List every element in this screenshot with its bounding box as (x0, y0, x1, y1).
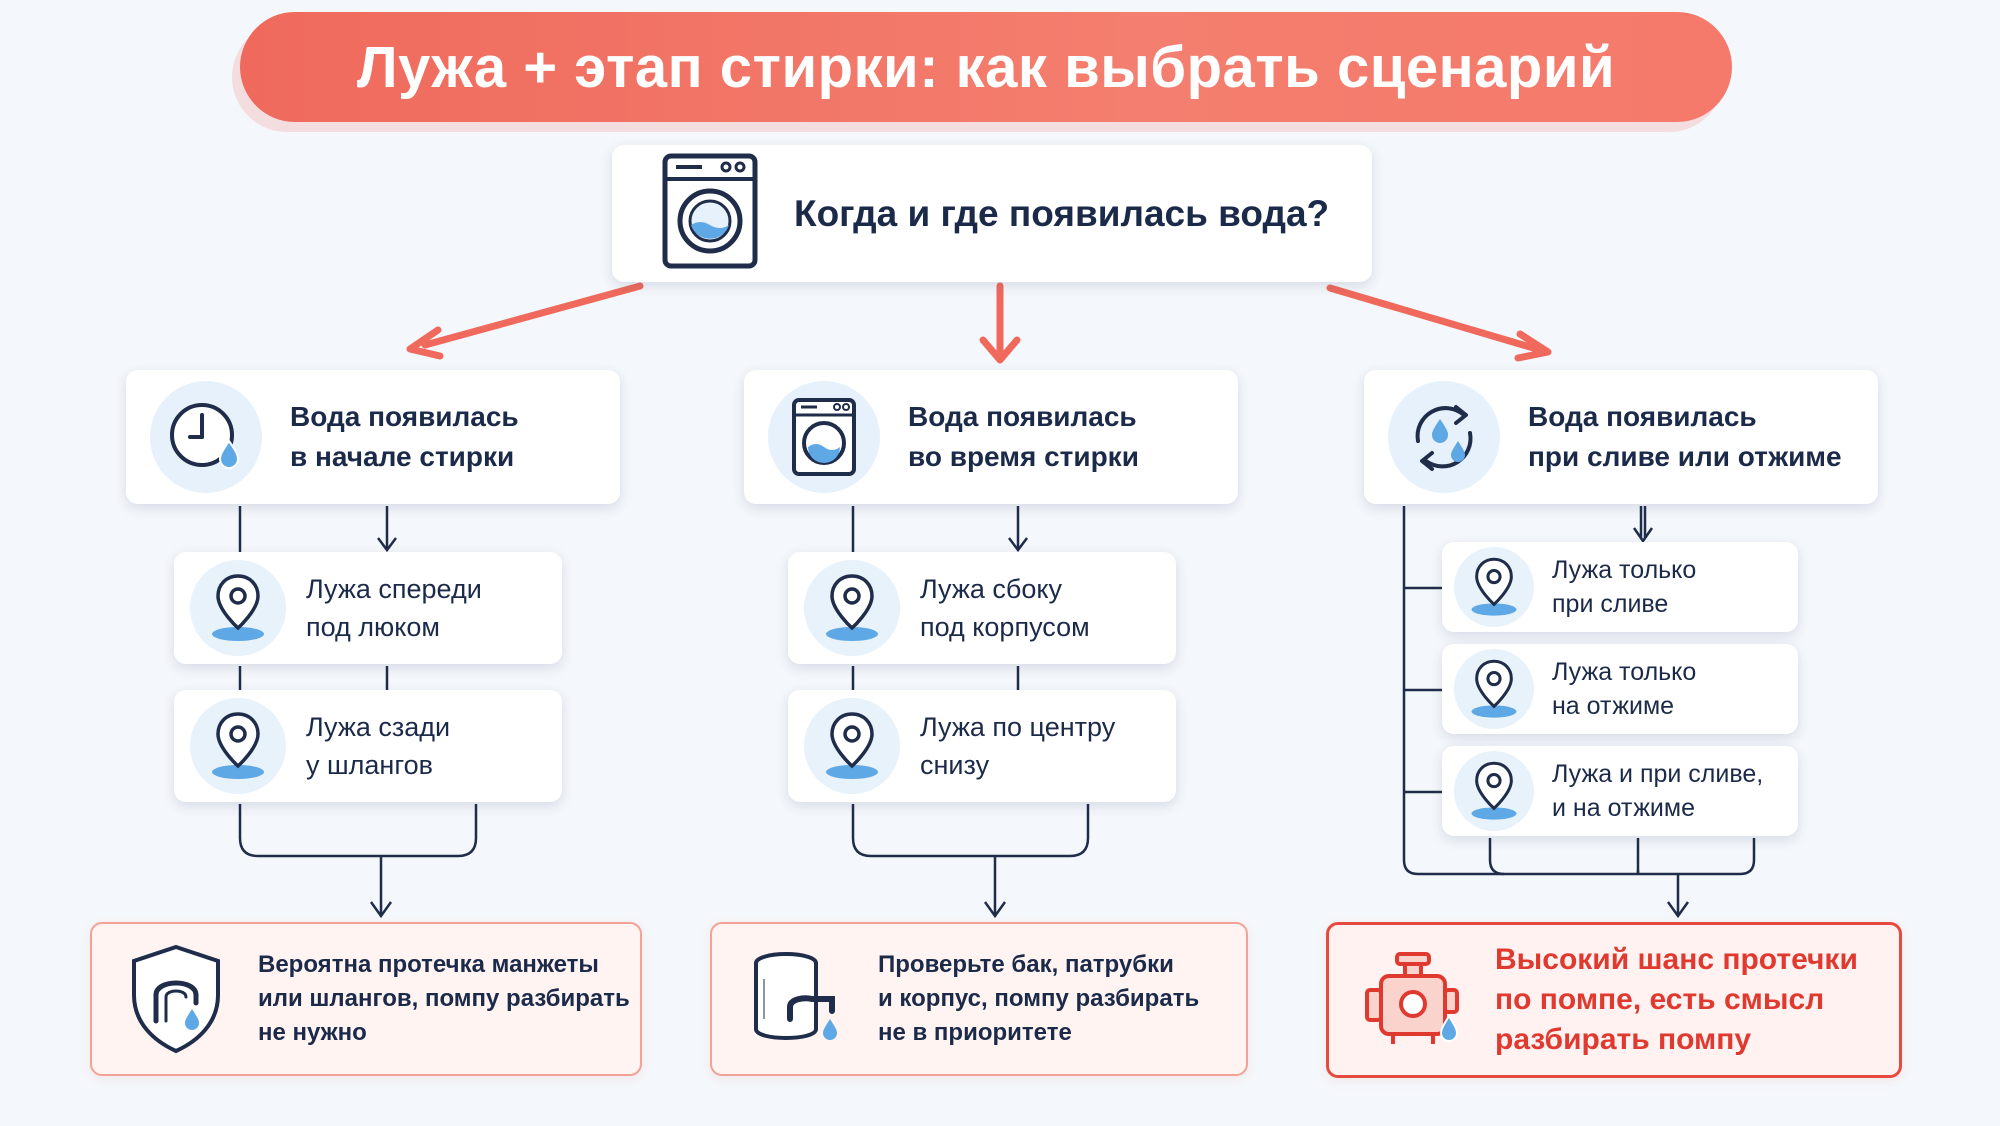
outcome-text: не нужно (258, 1019, 367, 1046)
outcome-text: или шлангов, помпу разбирать (258, 985, 630, 1012)
puddle-option[interactable]: Лужа спереди под люком (174, 552, 562, 664)
stage-label: в начале стирки (290, 441, 515, 472)
title-banner: Лужа + этап стирки: как выбрать сценарий (240, 12, 1732, 122)
puddle-label: Лужа спереди (306, 574, 482, 604)
outcome-text: по помпе, есть смысл (1495, 983, 1825, 1016)
spin-cycle-icon (1388, 381, 1500, 493)
tank-pipe-icon (736, 939, 856, 1059)
puddle-option[interactable]: Лужа сзади у шлангов (174, 690, 562, 802)
puddle-label: Лужа только (1552, 658, 1697, 686)
puddle-option[interactable]: Лужа по центру снизу (788, 690, 1176, 802)
clock-water-icon (150, 381, 262, 493)
stage-label: Вода появилась (290, 401, 519, 432)
puddle-option[interactable]: Лужа только на отжиме (1442, 644, 1798, 734)
washing-machine-icon (662, 153, 758, 274)
arrow-right (1326, 284, 1544, 354)
location-pin-icon (1454, 547, 1534, 627)
outcome-card-drain-spin: Высокий шанс протечки по помпе, есть смы… (1326, 922, 1902, 1078)
stage-label: при сливе или отжиме (1528, 441, 1842, 472)
outcome-text: разбирать помпу (1495, 1023, 1752, 1056)
puddle-label: у шлангов (306, 750, 433, 780)
question-card: Когда и где появилась вода? (612, 145, 1372, 282)
puddle-label: Лужа только (1552, 556, 1697, 584)
puddle-label: Лужа сзади (306, 712, 451, 742)
puddle-label: Лужа сбоку (920, 574, 1063, 604)
puddle-label: Лужа по центру (920, 712, 1116, 742)
location-pin-icon (804, 560, 900, 656)
shield-hose-icon (116, 939, 236, 1059)
outcome-text: Высокий шанс протечки (1495, 943, 1858, 976)
puddle-option[interactable]: Лужа сбоку под корпусом (788, 552, 1176, 664)
puddle-label: Лужа и при сливе, (1552, 760, 1764, 788)
outcome-text: Вероятна протечка манжеты (258, 951, 599, 978)
stage-card-drain-spin[interactable]: Вода появилась при сливе или отжиме (1364, 370, 1878, 504)
stage-card-start[interactable]: Вода появилась в начале стирки (126, 370, 620, 504)
pump-icon (1353, 940, 1473, 1060)
outcome-text: не в приоритете (878, 1019, 1072, 1046)
arrow-left (421, 282, 644, 349)
location-pin-icon (190, 698, 286, 794)
question-text: Когда и где появилась вода? (794, 192, 1330, 234)
puddle-label: под корпусом (920, 612, 1090, 642)
location-pin-icon (804, 698, 900, 794)
outcome-card-during: Проверьте бак, патрубки и корпус, помпу … (710, 922, 1248, 1076)
washing-machine-icon (768, 381, 880, 493)
stage-label: Вода появилась (908, 401, 1137, 432)
stage-label: Вода появилась (1528, 401, 1757, 432)
outcome-text: и корпус, помпу разбирать (878, 985, 1200, 1012)
location-pin-icon (1454, 649, 1534, 729)
puddle-option[interactable]: Лужа и при сливе, и на отжиме (1442, 746, 1798, 836)
tree-lines (238, 506, 1756, 919)
outcome-card-start: Вероятна протечка манжеты или шлангов, п… (90, 922, 642, 1076)
puddle-label: и на отжиме (1552, 794, 1695, 822)
outcome-text: Проверьте бак, патрубки (878, 951, 1174, 978)
puddle-label: под люком (306, 612, 440, 642)
puddle-label: при сливе (1552, 590, 1669, 618)
page-title: Лужа + этап стирки: как выбрать сценарий (356, 34, 1616, 100)
location-pin-icon (190, 560, 286, 656)
stage-label: во время стирки (908, 441, 1139, 472)
red-arrows (406, 282, 1552, 364)
puddle-option[interactable]: Лужа только при сливе (1442, 542, 1798, 632)
puddle-label: на отжиме (1552, 692, 1675, 720)
puddle-label: снизу (920, 750, 990, 780)
location-pin-icon (1454, 751, 1534, 831)
stage-card-during[interactable]: Вода появилась во время стирки (744, 370, 1238, 504)
